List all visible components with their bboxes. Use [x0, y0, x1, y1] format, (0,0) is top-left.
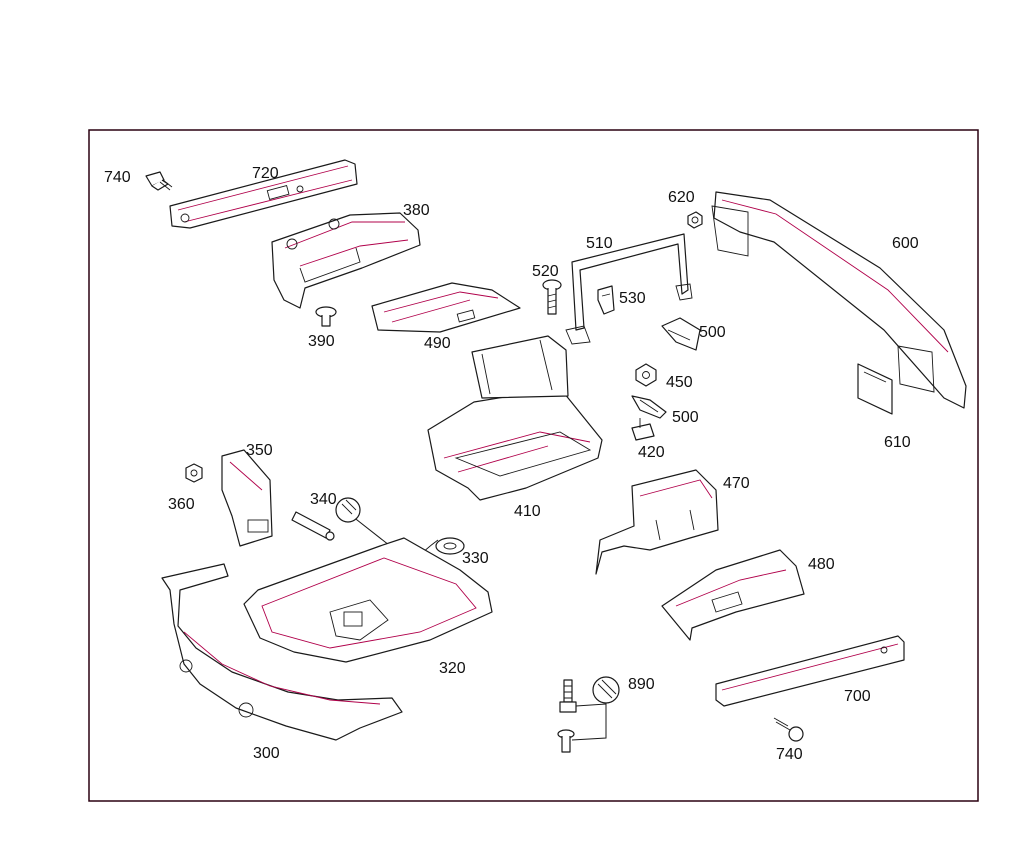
callout-720: 720 [252, 165, 279, 182]
callout-490: 490 [424, 335, 451, 352]
part-350-bracket[interactable] [221, 449, 273, 547]
callout-360: 360 [168, 496, 195, 513]
part-410-floor-tray[interactable] [427, 335, 603, 501]
callout-700: 700 [844, 688, 871, 705]
part-600-bumper-bar[interactable] [711, 191, 967, 409]
part-620-nut[interactable] [687, 211, 703, 229]
part-500-clip-lower[interactable] [631, 395, 667, 419]
wrench-icon [592, 676, 620, 704]
callout-380: 380 [403, 202, 430, 219]
callout-330: 330 [462, 550, 489, 567]
callout-300: 300 [253, 745, 280, 762]
part-360-nut[interactable] [185, 463, 203, 483]
part-300-rear-floor[interactable] [161, 563, 403, 741]
callout-600: 600 [892, 235, 919, 252]
callout-740-bottom: 740 [776, 746, 803, 763]
part-500-clip-upper[interactable] [661, 317, 701, 351]
wrench-icon [335, 497, 361, 523]
callout-890: 890 [628, 676, 655, 693]
callout-500-upper: 500 [699, 324, 726, 341]
callout-320: 320 [439, 660, 466, 677]
callout-500-lower: 500 [672, 409, 699, 426]
callout-610: 610 [884, 434, 911, 451]
part-890-bolt-lower[interactable] [557, 729, 575, 753]
part-450-nut[interactable] [635, 363, 657, 387]
part-510-frame-strap[interactable] [565, 233, 693, 345]
part-380-bracket[interactable] [271, 212, 421, 309]
part-320-spare-wheel-well[interactable] [243, 537, 493, 663]
callout-740-top: 740 [104, 169, 131, 186]
callout-410: 410 [514, 503, 541, 520]
part-390-plug[interactable] [315, 306, 337, 327]
callout-350: 350 [246, 442, 273, 459]
part-700-lower-cross-member[interactable] [715, 635, 905, 707]
callout-480: 480 [808, 556, 835, 573]
part-480-side-panel[interactable] [661, 549, 805, 641]
part-610-plate[interactable] [857, 363, 893, 415]
diagram-frame [88, 129, 979, 802]
callout-620: 620 [668, 189, 695, 206]
callout-470: 470 [723, 475, 750, 492]
part-330-grommet[interactable] [435, 537, 465, 555]
callout-530: 530 [619, 290, 646, 307]
part-470-side-bracket[interactable] [595, 469, 719, 575]
callout-390: 390 [308, 333, 335, 350]
callout-450: 450 [666, 374, 693, 391]
callout-340: 340 [310, 491, 337, 508]
part-890-bolt-upper[interactable] [559, 679, 577, 713]
part-530-clip[interactable] [597, 285, 615, 315]
leader-890 [571, 703, 607, 741]
callout-510: 510 [586, 235, 613, 252]
part-520-bolt[interactable] [542, 279, 562, 315]
part-720-upper-cross-member[interactable] [169, 159, 358, 229]
part-740-screw-bottom[interactable] [773, 717, 804, 742]
part-420-clip[interactable] [631, 418, 655, 441]
part-490-panel[interactable] [371, 282, 521, 333]
callout-420: 420 [638, 444, 665, 461]
part-740-screw-top[interactable] [145, 171, 173, 191]
callout-520: 520 [532, 263, 559, 280]
